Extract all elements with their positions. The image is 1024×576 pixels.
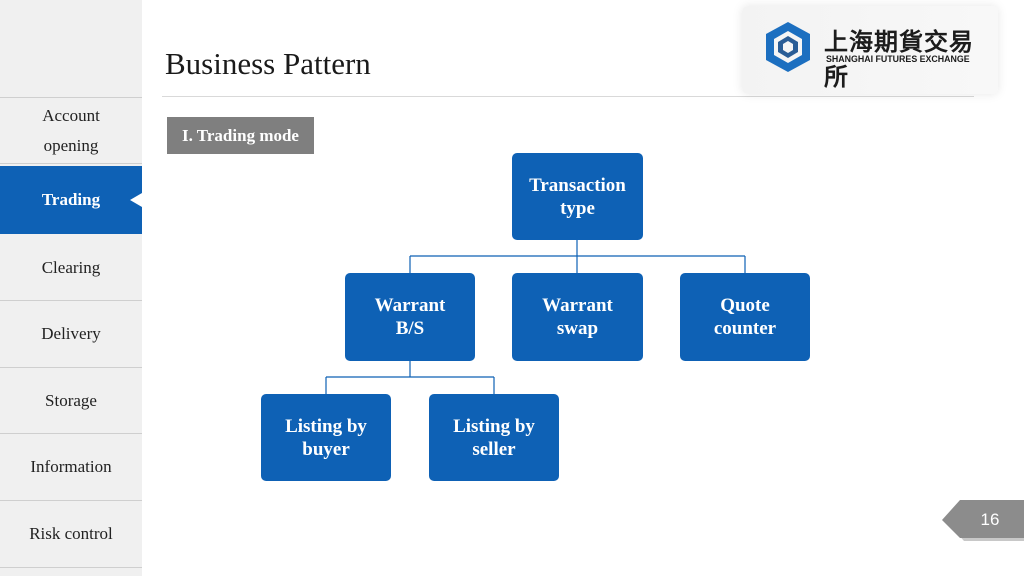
active-indicator-arrow-icon — [130, 193, 142, 207]
sidebar-item-storage[interactable]: Storage — [0, 368, 142, 434]
node-label: counter — [713, 318, 777, 339]
node-listing-by-seller: Listing by seller — [429, 394, 559, 481]
node-warrant-swap: Warrant swap — [512, 273, 643, 361]
node-quote-counter: Quote counter — [680, 273, 810, 361]
node-transaction-type: Transaction type — [512, 153, 643, 240]
logo-name-cn: 上海期貨交易所 — [824, 28, 974, 91]
logo-name-en: SHANGHAI FUTURES EXCHANGE — [826, 54, 970, 65]
node-label: seller — [472, 438, 516, 460]
node-label: swap — [556, 318, 599, 339]
sidebar-item-label: Clearing — [41, 257, 101, 277]
title-divider — [162, 96, 974, 97]
sidebar-item-label: Delivery — [41, 324, 101, 343]
sidebar-item-trading[interactable]: Trading — [0, 166, 142, 234]
node-label: Warrant — [374, 295, 446, 316]
sidebar-item-risk-control[interactable]: Risk control — [0, 501, 142, 568]
sidebar-item-account-opening[interactable]: Account opening — [0, 98, 142, 164]
node-label: Listing by — [453, 415, 535, 437]
sidebar-header-blank — [0, 0, 142, 98]
page-number: 16 — [980, 510, 1000, 529]
exchange-logo: 上海期貨交易所 SHANGHAI FUTURES EXCHANGE — [742, 6, 998, 94]
sidebar-item-delivery[interactable]: Delivery — [0, 301, 142, 368]
shfe-logo-icon — [766, 22, 810, 72]
sidebar-item-label: Account — [42, 105, 100, 125]
node-label: B/S — [395, 318, 425, 339]
node-label: type — [560, 197, 595, 219]
sidebar-item-label: Trading — [41, 190, 101, 209]
section-label: I. Trading mode — [167, 117, 314, 154]
sidebar-nav: Account opening Trading Clearing Deliver… — [0, 0, 142, 576]
node-warrant-bs: Warrant B/S — [345, 273, 475, 361]
page-title: Business Pattern — [165, 46, 371, 81]
sidebar-item-label: Risk control — [29, 524, 113, 543]
sidebar-item-clearing[interactable]: Clearing — [0, 235, 142, 301]
sidebar-item-label: Storage — [45, 390, 97, 410]
node-label: Warrant — [542, 295, 613, 316]
node-listing-by-buyer: Listing by buyer — [261, 394, 391, 481]
sidebar-item-label: Information — [30, 457, 112, 476]
node-label: Transaction — [529, 174, 626, 196]
node-label: buyer — [302, 438, 350, 460]
node-label: Listing by — [285, 415, 367, 437]
page-number-tab — [942, 500, 1024, 541]
sidebar-item-label: opening — [43, 135, 99, 155]
node-label: Quote — [720, 295, 770, 316]
sidebar-item-information[interactable]: Information — [0, 434, 142, 501]
